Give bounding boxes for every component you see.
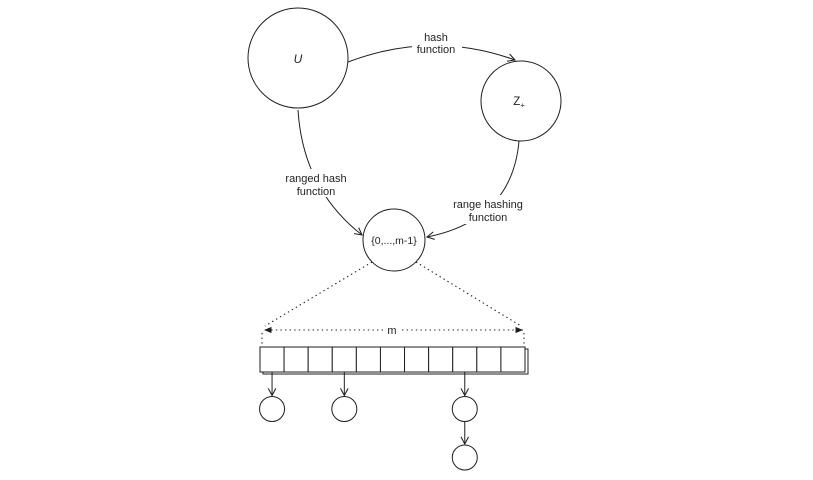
range-set-label: {0,...,m-1} <box>371 235 417 247</box>
array-cell <box>283 346 309 373</box>
array-cell <box>307 346 333 373</box>
bucket-node <box>259 396 286 422</box>
measure-label: m <box>387 325 396 337</box>
integers-set-label: Z+ <box>513 96 525 110</box>
universe-set-circle <box>247 7 349 109</box>
array-cell <box>404 346 430 373</box>
array-cell <box>379 346 406 373</box>
bucket-node <box>331 396 358 422</box>
range-set-circle <box>362 208 426 272</box>
projection-dotted-line-right <box>415 261 522 327</box>
array-cell <box>428 346 454 373</box>
bucket-chains <box>259 372 478 471</box>
range-hashing-function-label-line1: range hashing <box>453 199 523 211</box>
array-cell <box>355 346 381 373</box>
ranged-hash-function-label-line2: function <box>297 186 336 198</box>
array-cell <box>259 346 285 373</box>
array-cell <box>331 346 357 373</box>
bucket-array <box>259 346 526 373</box>
range-hashing-function-label-line2: function <box>469 212 508 224</box>
hash-function-label-bg <box>412 27 462 57</box>
universe-set-label: U <box>294 52 303 66</box>
array-cell <box>476 346 502 373</box>
range-hashing-function-label-bg <box>449 195 529 224</box>
integers-set-label-main: Z <box>513 96 520 108</box>
ranged-hash-function-label-bg <box>281 169 350 197</box>
integers-set-circle <box>480 60 562 142</box>
projection-dotted-line-left <box>264 261 373 327</box>
array-cell <box>452 346 478 373</box>
ranged-hash-function-label-line1: ranged hash <box>285 173 346 185</box>
hash-function-label-line2: function <box>417 44 456 56</box>
bucket-node <box>451 396 478 422</box>
hash-function-label-line1: hash <box>424 32 448 44</box>
bucket-node <box>451 444 478 471</box>
array-cell <box>500 346 526 373</box>
integers-set-label-subscript: + <box>520 101 525 110</box>
